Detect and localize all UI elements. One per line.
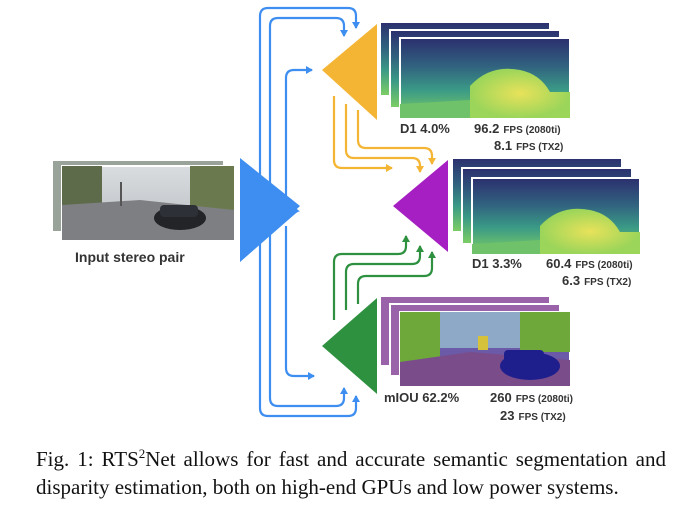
segmentation-unit2: FPS (TX2) xyxy=(518,412,565,423)
segmentation-fps2: 23 xyxy=(500,408,514,423)
disparity-2-unit2: FPS (TX2) xyxy=(584,277,631,288)
disparity-1-fps1: 96.2 xyxy=(474,121,499,136)
input-encoder xyxy=(240,158,300,262)
segmentation-fps1-line: 260 FPS (2080ti) xyxy=(490,390,573,405)
disparity-2-fps2: 6.3 xyxy=(562,273,580,288)
input-stereo-images xyxy=(51,159,235,241)
blue-skip-connections xyxy=(258,6,360,418)
input-image-front xyxy=(61,165,235,241)
segmentation-miou: mIOU 62.2% xyxy=(384,390,460,405)
caption-text: Net allows for fast and accurate semanti… xyxy=(36,447,667,499)
figure-caption: Fig. 1: RTS2Net allows for fast and accu… xyxy=(36,440,666,501)
caption-prefix: Fig. 1: RTS xyxy=(36,447,139,471)
disparity-head-2 xyxy=(393,160,448,252)
disparity-1-fps2: 8.1 xyxy=(494,138,512,153)
green-connections xyxy=(332,235,436,320)
disparity-head-1 xyxy=(322,24,377,120)
disparity-2-fps1: 60.4 xyxy=(546,256,572,271)
disparity-1-fps1-line: 96.2 FPS (2080ti) xyxy=(474,121,561,136)
disparity-1-d1: D1 4.0% xyxy=(400,121,450,136)
disparity-1-fps2-line: 8.1 FPS (TX2) xyxy=(494,138,563,153)
disparity-output-1 xyxy=(379,21,571,119)
segmentation-head xyxy=(322,298,377,394)
disparity-2-unit1: FPS (2080ti) xyxy=(575,260,632,271)
segmentation-fps1: 260 xyxy=(490,390,512,405)
segmentation-fps2-line: 23 FPS (TX2) xyxy=(500,408,566,423)
segmentation-output xyxy=(379,295,571,387)
segmentation-unit1: FPS (2080ti) xyxy=(516,394,573,405)
disparity-2-fps2-line: 6.3 FPS (TX2) xyxy=(562,273,631,288)
input-label: Input stereo pair xyxy=(75,249,185,265)
disparity-2-d1: D1 3.3% xyxy=(472,256,522,271)
disparity-output-2 xyxy=(451,157,641,255)
disparity-1-unit2: FPS (TX2) xyxy=(516,142,563,153)
disparity-1-unit1: FPS (2080ti) xyxy=(503,125,560,136)
caption-superscript: 2 xyxy=(138,446,146,461)
orange-connections xyxy=(332,96,436,173)
